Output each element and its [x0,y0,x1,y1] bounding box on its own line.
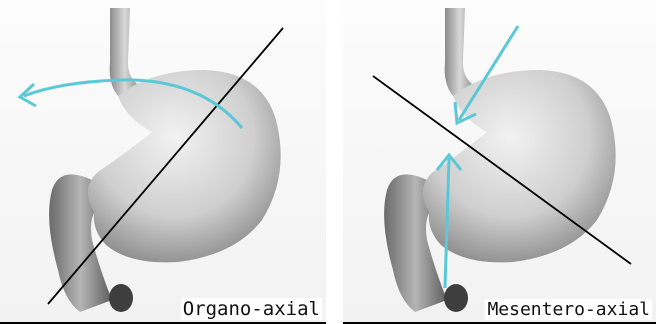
mesentero-axial-panel: Mesentero-axial [343,0,656,324]
duodenum-opening [109,284,133,312]
mesentero-axial-illustration [343,0,656,324]
organo-axial-illustration [0,0,326,324]
panel-label: Organo-axial [181,298,322,320]
panel-label: Mesentero-axial [485,299,652,320]
duodenum-opening [444,284,468,312]
organo-axial-panel: Organo-axial [0,0,326,324]
